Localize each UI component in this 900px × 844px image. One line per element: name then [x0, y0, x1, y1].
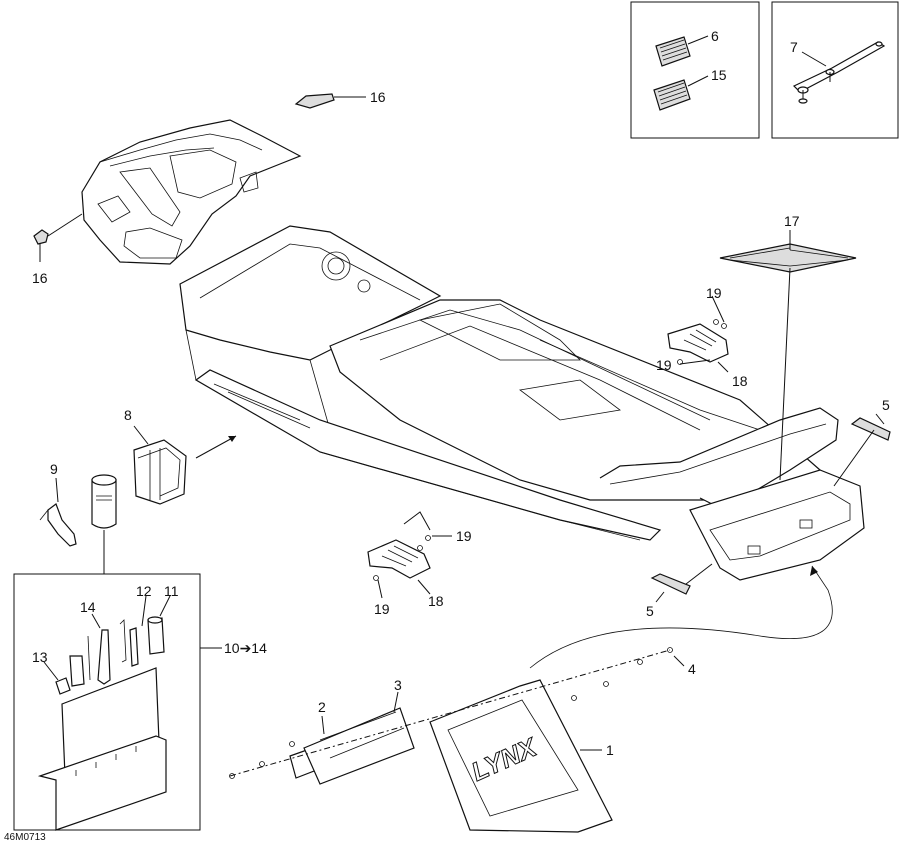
- callout-2: 2: [318, 699, 326, 715]
- callout-7: 7: [790, 39, 798, 55]
- callout-11: 11: [164, 583, 179, 599]
- callout-18-lower: 18: [428, 593, 444, 609]
- chassis-frame: [179, 225, 865, 581]
- callout-16-left: 16: [32, 270, 48, 286]
- diagram-code: 46M0713: [4, 832, 46, 843]
- reflector-part-15: [653, 79, 691, 111]
- trim-piece-16-left: [33, 229, 49, 245]
- mud-flap-part-1: LYNX: [429, 679, 613, 833]
- callout-3: 3: [394, 677, 402, 693]
- tool-pouch: [37, 667, 167, 831]
- callout-19-lower-b: 19: [374, 601, 390, 617]
- callout-8: 8: [124, 407, 132, 423]
- reflector-part-6: [655, 36, 691, 67]
- trim-piece-16-top: [294, 93, 335, 109]
- callout-19-upper-a: 19: [706, 285, 722, 301]
- tool-part-13: [55, 677, 71, 695]
- callout-19-lower-a: 19: [456, 528, 472, 544]
- flap-bracket-3: [303, 707, 415, 785]
- callout-5-lower: 5: [646, 603, 654, 619]
- support-bracket-18-lower: [367, 535, 431, 581]
- callout-1: 1: [606, 742, 614, 758]
- callout-6: 6: [711, 28, 719, 44]
- callout-12: 12: [136, 583, 152, 599]
- support-bracket-18-upper: [667, 319, 729, 365]
- callout-15: 15: [711, 67, 727, 83]
- callout-9: 9: [50, 461, 58, 477]
- callout-16-top: 16: [370, 89, 386, 105]
- callout-18-upper: 18: [732, 373, 748, 389]
- warning-label-17: [719, 243, 857, 273]
- detail-box-bracket: 7: [771, 1, 899, 139]
- trim-5-lower: [650, 573, 691, 595]
- callout-19-upper-b: 19: [656, 357, 672, 373]
- tool-part-12: [119, 619, 139, 667]
- detail-box-reflectors: 6 15: [630, 1, 760, 139]
- front-cowl: [81, 119, 302, 265]
- tool-part-11: [147, 616, 165, 655]
- callout-5-right: 5: [882, 397, 890, 413]
- trim-5-right: [850, 417, 891, 441]
- callout-4: 4: [688, 661, 696, 677]
- callout-14: 14: [80, 599, 96, 615]
- tool-part-14: [69, 629, 111, 687]
- callout-10-14: 10➔14: [224, 640, 267, 656]
- tool-kit-box: [13, 573, 201, 831]
- cover-part-8: [133, 439, 187, 505]
- callout-13: 13: [32, 649, 48, 665]
- tool-bottle: [91, 474, 117, 529]
- bracket-part-7: [792, 41, 886, 104]
- hardware-part-4: [229, 647, 673, 779]
- callout-17: 17: [784, 213, 800, 229]
- strap-part-9: [39, 503, 77, 547]
